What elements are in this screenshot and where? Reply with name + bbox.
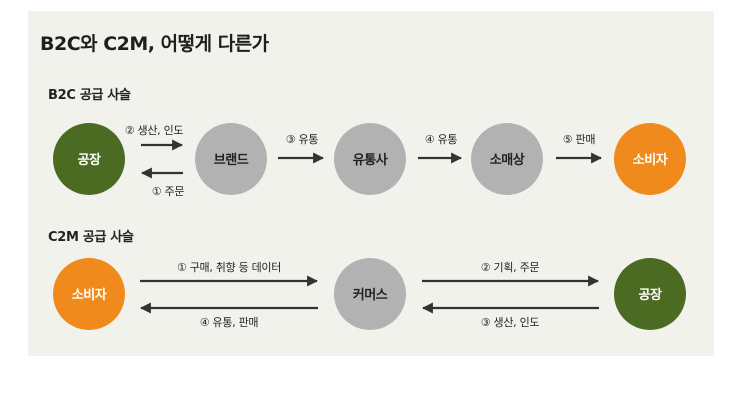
node-commerce bbox=[334, 258, 406, 330]
node-factory-c2m bbox=[614, 258, 686, 330]
section-title-c2m: C2M 공급 사슬 bbox=[48, 230, 134, 245]
node-label-consumer-c2m: 소비자 bbox=[72, 288, 107, 303]
node-distributor bbox=[334, 123, 406, 195]
edge-label-distribution-sales: ④ 유통, 판매 bbox=[200, 316, 258, 329]
diagram-title: B2C와 C2M, 어떻게 다른가 bbox=[40, 33, 269, 55]
node-factory-b2c bbox=[53, 123, 125, 195]
node-consumer-b2c bbox=[614, 123, 686, 195]
section-title-b2c: B2C 공급 사슬 bbox=[48, 88, 131, 103]
edge-label-order: ① 주문 bbox=[152, 185, 185, 198]
edge-label-production-delivery-c2m: ③ 생산, 인도 bbox=[481, 316, 540, 329]
edge-label-planning-order: ② 기획, 주문 bbox=[481, 261, 540, 274]
edge-label-sales: ⑤ 판매 bbox=[563, 133, 595, 146]
node-label-factory-b2c: 공장 bbox=[78, 152, 101, 168]
node-consumer-c2m bbox=[53, 258, 125, 330]
edge-label-purchase-data: ① 구매, 취향 등 데이터 bbox=[177, 261, 281, 274]
node-label-commerce: 커머스 bbox=[353, 287, 388, 303]
node-label-brand: 브랜드 bbox=[214, 152, 249, 168]
diagram-panel: B2C와 C2M, 어떻게 다른가 B2C 공급 사슬 C2M 공급 사슬 공장… bbox=[28, 11, 714, 356]
edge-label-distribution-1: ③ 유통 bbox=[286, 133, 319, 146]
node-label-retailer: 소매상 bbox=[490, 153, 525, 168]
supply-chain-diagram: 공장 브랜드 유통사 소매상 소비자 ② 생산, 인도 ① 주문 ③ 유통 ④ … bbox=[53, 123, 686, 330]
node-label-consumer-b2c: 소비자 bbox=[633, 153, 668, 168]
node-retailer bbox=[471, 123, 543, 195]
node-label-factory-c2m: 공장 bbox=[639, 287, 662, 303]
edge-label-production-delivery: ② 생산, 인도 bbox=[125, 124, 184, 137]
node-label-distributor: 유통사 bbox=[353, 152, 388, 168]
edge-label-distribution-2: ④ 유통 bbox=[425, 133, 458, 146]
node-brand bbox=[195, 123, 267, 195]
